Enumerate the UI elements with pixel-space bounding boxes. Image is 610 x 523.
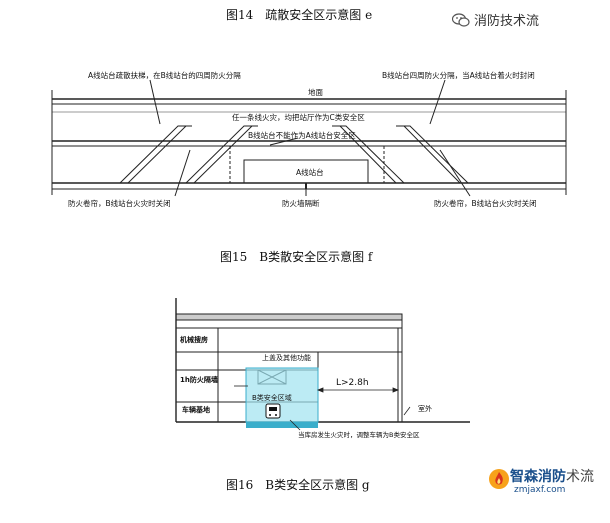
figure-15-caption: 图15 B类散安全区示意图 f xyxy=(220,250,373,264)
label-note: 当库房发生火灾时，调整车辆为B类安全区 xyxy=(298,430,420,439)
escalator xyxy=(119,125,192,184)
label-platform-a: A线站台 xyxy=(296,167,324,177)
label-outdoor: 室外 xyxy=(418,404,432,413)
figure-14-caption: 图14 疏散安全区示意图 e xyxy=(226,8,373,22)
label-mid-line2: B线站台不能作为A线站台安全区 xyxy=(248,130,356,140)
watermark: 消防技术流 xyxy=(452,10,539,29)
label-fire-wall: 1h防火隔墙 xyxy=(180,375,218,384)
escalator xyxy=(332,125,405,184)
watermark-text: 消防技术流 xyxy=(474,14,540,29)
escalator xyxy=(185,125,258,184)
leader-line xyxy=(289,419,301,431)
escalator xyxy=(127,125,187,184)
flame-logo-icon xyxy=(489,469,509,489)
figure-16-caption: 图16 B类安全区示意图 g xyxy=(226,478,370,492)
leader-line xyxy=(403,406,411,416)
label-machinery-room: 机械搜房 xyxy=(180,335,208,344)
label-depot: 车辆基地 xyxy=(182,405,210,414)
escalator xyxy=(403,125,461,184)
diagram-e: A线站台疏散扶梯，在B线站台的四周防火分隔 B线站台四周防火分隔，当A线站台着火… xyxy=(51,70,567,208)
label-upper-function: 上盖及其他功能 xyxy=(262,353,311,362)
train-icon xyxy=(265,403,281,419)
brand-watermark: 智森消防术流 zmjaxf.com xyxy=(488,466,606,504)
escalator xyxy=(193,125,253,184)
brand-name: 智森消防术流 xyxy=(510,469,594,485)
label-bottom-right: 防火卷帘，B线站台火灾时关闭 xyxy=(434,198,537,208)
label-top-right: B线站台四周防火分隔，当A线站台着火时封闭 xyxy=(382,70,535,80)
roof-slab xyxy=(175,313,403,321)
label-distance: L>2.8h xyxy=(336,378,369,388)
leader-line xyxy=(269,137,299,146)
leader-line xyxy=(439,149,471,197)
label-top-left: A线站台疏散扶梯，在B线站台的四周防火分隔 xyxy=(88,70,241,80)
label-bottom-left: 防火卷帘，B线站台火灾时关闭 xyxy=(68,198,171,208)
platform-a-outline xyxy=(243,159,369,184)
diagram-g: 机械搜房 上盖及其他功能 1h防火隔墙 车辆基地 B类安全区域 L>2.8h 室… xyxy=(175,298,470,439)
brand-url: zmjaxf.com xyxy=(514,485,566,495)
b-class-safe-zone xyxy=(245,367,319,423)
leader-line xyxy=(149,79,161,125)
leader-line xyxy=(429,79,446,125)
label-ground: 地面 xyxy=(308,87,323,97)
label-bottom-mid: 防火墙隔断 xyxy=(282,198,320,208)
label-safe-zone: B类安全区域 xyxy=(252,393,292,402)
leader-line xyxy=(174,149,191,197)
escalator xyxy=(339,125,397,184)
label-mid-line1: 任一条线火灾，均把站厅作为C类安全区 xyxy=(232,112,365,122)
wechat-icon xyxy=(452,12,470,27)
